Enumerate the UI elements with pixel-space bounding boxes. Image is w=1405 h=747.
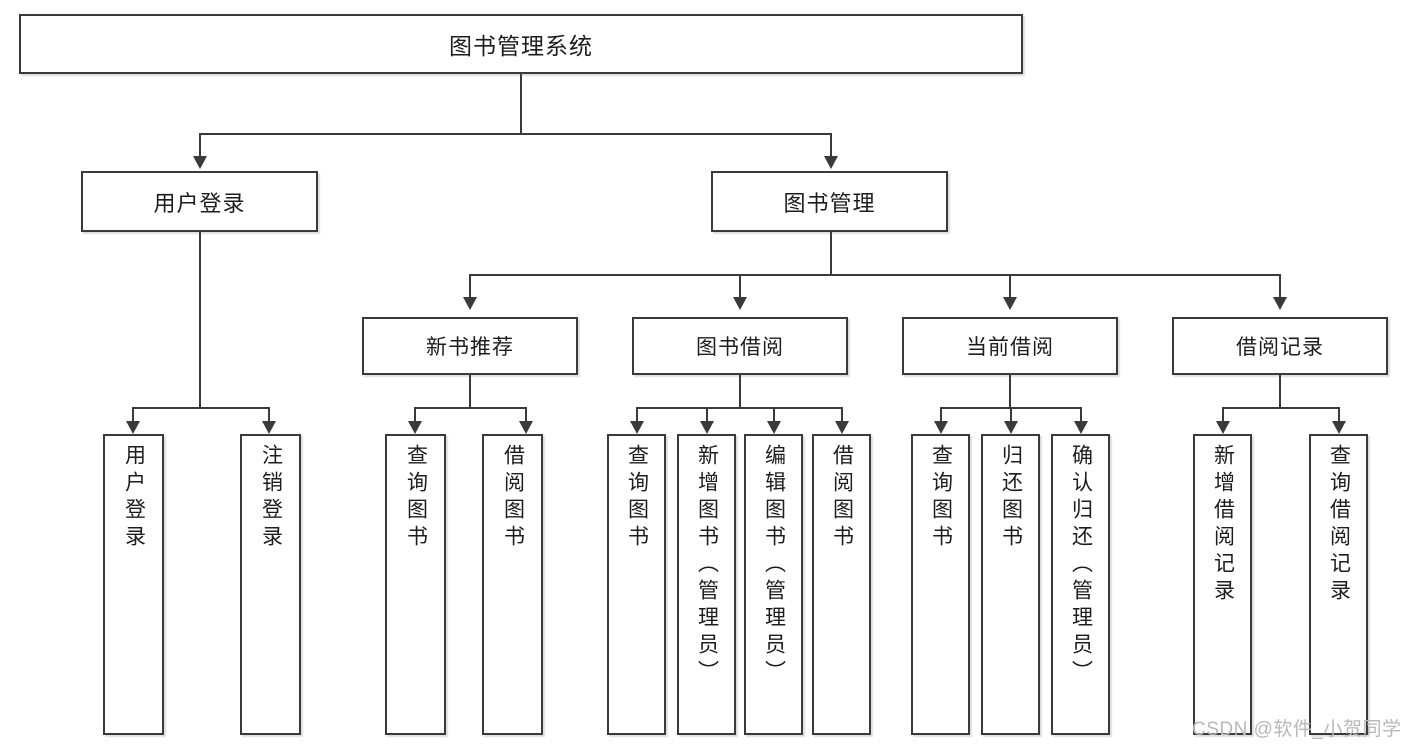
arrow-to-leaf-confirm-return xyxy=(1074,421,1088,434)
node-book-borrow[interactable]: 图书借阅 xyxy=(632,317,848,375)
edge-new-book-to-leaf-2 xyxy=(525,407,527,423)
edge-book-borrow-stem xyxy=(739,375,741,409)
edge-borrow-record-bus xyxy=(1222,407,1340,409)
arrow-to-book-borrow xyxy=(733,297,747,310)
edge-new-book-to-leaf-1 xyxy=(414,407,416,423)
node-label: 图书借阅 xyxy=(696,336,784,359)
arrow-to-leaf-add-borrow-record xyxy=(1216,421,1230,434)
edge-book-management-bus xyxy=(469,274,1281,276)
leaf-query-book-recommend[interactable]: 查询图书 xyxy=(385,434,446,735)
edge-to-borrow-record xyxy=(1279,274,1281,299)
edge-book-borrow-bus xyxy=(636,407,843,409)
edge-borrow-record-stem xyxy=(1279,375,1281,409)
leaf-borrow-book[interactable]: 借阅图书 xyxy=(812,434,871,735)
arrow-to-new-book-recommend xyxy=(463,297,477,310)
edge-current-borrow-stem xyxy=(1009,375,1011,409)
leaf-return-book[interactable]: 归还图书 xyxy=(981,434,1040,735)
arrow-to-leaf-query-book-3 xyxy=(934,421,948,434)
edge-current-borrow-to-leaf-3 xyxy=(1080,407,1082,423)
edge-root-bus xyxy=(199,133,832,135)
node-label: 确认归还（管理员） xyxy=(1069,444,1093,687)
node-label: 用户登录 xyxy=(122,444,146,552)
arrow-to-leaf-query-book-1 xyxy=(408,421,422,434)
node-label: 编辑图书（管理员） xyxy=(762,444,786,687)
leaf-user-login[interactable]: 用户登录 xyxy=(103,434,164,735)
arrow-to-leaf-borrow-book-1 xyxy=(519,421,533,434)
node-label: 用户登录 xyxy=(153,190,246,216)
arrow-to-leaf-user-login xyxy=(126,421,140,434)
edge-book-borrow-to-leaf-1 xyxy=(636,407,638,423)
edge-new-book-stem xyxy=(469,375,471,409)
node-borrow-record[interactable]: 借阅记录 xyxy=(1172,317,1388,375)
node-user-login[interactable]: 用户登录 xyxy=(81,171,318,232)
node-root-book-management-system[interactable]: 图书管理系统 xyxy=(19,14,1023,74)
arrow-to-current-borrow xyxy=(1003,297,1017,310)
arrow-to-leaf-add-book xyxy=(700,421,714,434)
node-label: 归还图书 xyxy=(999,444,1023,552)
leaf-borrow-book-recommend[interactable]: 借阅图书 xyxy=(482,434,543,735)
edge-root-to-user-login xyxy=(199,133,201,158)
leaf-query-book-borrow[interactable]: 查询图书 xyxy=(607,434,666,735)
edge-book-borrow-to-leaf-2 xyxy=(706,407,708,423)
node-book-management[interactable]: 图书管理 xyxy=(711,171,948,232)
edge-borrow-record-to-leaf-2 xyxy=(1338,407,1340,423)
edge-root-to-book-management xyxy=(830,133,832,158)
edge-user-login-stem xyxy=(199,232,201,409)
leaf-edit-book-admin[interactable]: 编辑图书（管理员） xyxy=(744,434,803,735)
node-label: 新增借阅记录 xyxy=(1211,444,1235,606)
arrow-to-user-login xyxy=(193,156,207,169)
arrow-to-leaf-logout xyxy=(262,421,276,434)
edge-root-stem xyxy=(520,74,522,134)
node-label: 查询图书 xyxy=(625,444,649,552)
edge-user-login-to-leaf-2 xyxy=(268,407,270,423)
node-label: 借阅图书 xyxy=(830,444,854,552)
arrow-to-borrow-record xyxy=(1273,297,1287,310)
arrow-to-leaf-query-borrow-record xyxy=(1332,421,1346,434)
leaf-query-book-current[interactable]: 查询图书 xyxy=(911,434,970,735)
edge-to-current-borrow xyxy=(1009,274,1011,299)
node-label: 借阅记录 xyxy=(1236,336,1324,359)
arrow-to-leaf-borrow-book-2 xyxy=(835,421,849,434)
arrow-to-book-management xyxy=(824,156,838,169)
node-label: 查询借阅记录 xyxy=(1327,444,1351,606)
node-label: 图书管理系统 xyxy=(449,33,593,59)
edge-user-login-bus xyxy=(132,407,269,409)
leaf-confirm-return-admin[interactable]: 确认归还（管理员） xyxy=(1051,434,1110,735)
arrow-to-leaf-return-book xyxy=(1004,421,1018,434)
edge-current-borrow-to-leaf-2 xyxy=(1010,407,1012,423)
node-label: 图书管理 xyxy=(783,190,876,216)
leaf-query-borrow-record[interactable]: 查询借阅记录 xyxy=(1309,434,1368,735)
leaf-logout[interactable]: 注销登录 xyxy=(240,434,301,735)
node-label: 查询图书 xyxy=(929,444,953,552)
edge-new-book-bus xyxy=(414,407,527,409)
leaf-add-book-admin[interactable]: 新增图书（管理员） xyxy=(677,434,736,735)
arrow-to-leaf-edit-book xyxy=(767,421,781,434)
edge-book-borrow-to-leaf-4 xyxy=(841,407,843,423)
edge-to-new-book-recommend xyxy=(469,274,471,299)
node-label: 查询图书 xyxy=(404,444,428,552)
node-label: 注销登录 xyxy=(259,444,283,552)
node-label: 借阅图书 xyxy=(501,444,525,552)
node-new-book-recommend[interactable]: 新书推荐 xyxy=(362,317,578,375)
edge-current-borrow-to-leaf-1 xyxy=(940,407,942,423)
edge-book-borrow-to-leaf-3 xyxy=(773,407,775,423)
node-current-borrow[interactable]: 当前借阅 xyxy=(902,317,1118,375)
node-label: 当前借阅 xyxy=(966,336,1054,359)
edge-borrow-record-to-leaf-1 xyxy=(1222,407,1224,423)
arrow-to-leaf-query-book-2 xyxy=(630,421,644,434)
csdn-watermark: CSDN @软件_小贺同学 xyxy=(1192,719,1402,740)
node-label: 新增图书（管理员） xyxy=(695,444,719,687)
edge-to-book-borrow xyxy=(739,274,741,299)
edge-user-login-to-leaf-1 xyxy=(132,407,134,423)
edge-book-management-stem xyxy=(830,232,832,276)
leaf-add-borrow-record[interactable]: 新增借阅记录 xyxy=(1193,434,1252,735)
node-label: 新书推荐 xyxy=(426,336,514,359)
